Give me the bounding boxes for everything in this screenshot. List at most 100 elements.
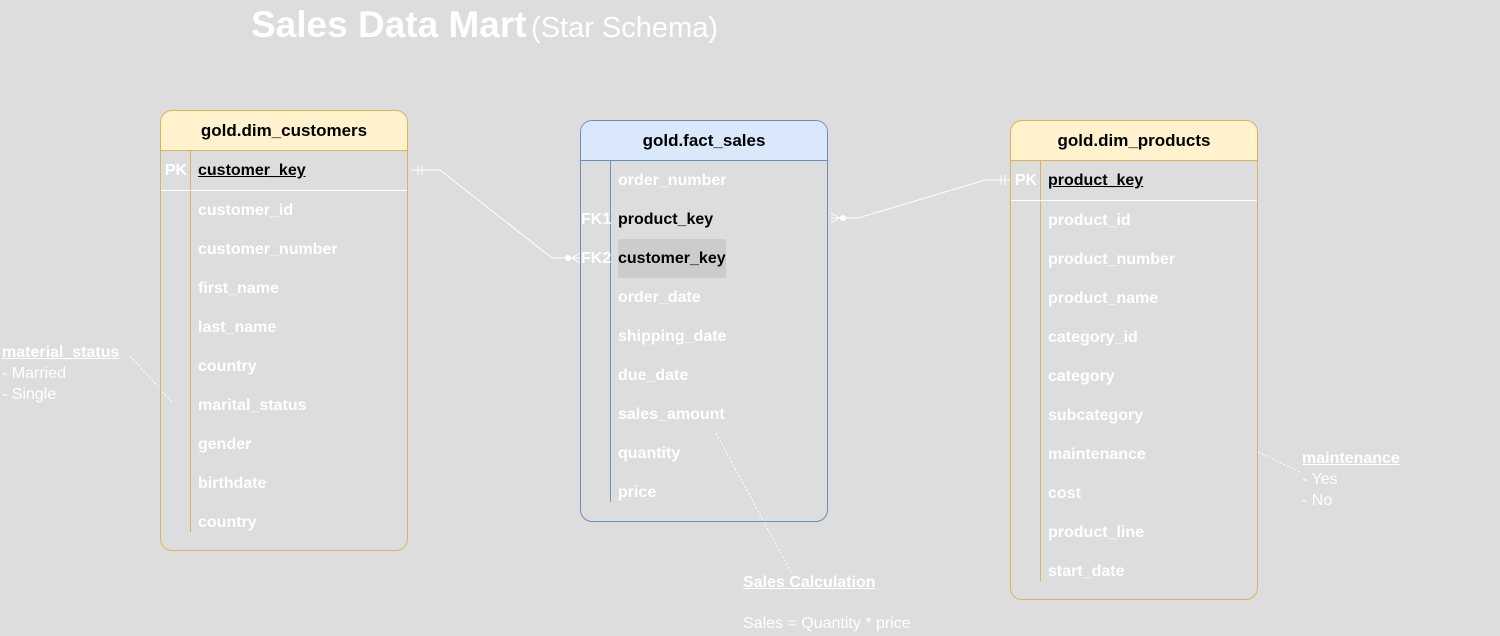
column-row[interactable]: country [161, 347, 407, 386]
column-row[interactable]: price [581, 473, 827, 512]
column-name: sales_amount [618, 406, 725, 423]
note-formula: Sales = Quantity * price [743, 615, 911, 632]
column-name: marital_status [198, 397, 307, 414]
crowfoot-fk2-b [571, 257, 581, 264]
column-name: order_date [618, 289, 701, 306]
column-name: customer_key [198, 162, 306, 179]
column-row[interactable]: sales_amount [581, 395, 827, 434]
diagram-title: Sales Data Mart (Star Schema) [251, 4, 718, 46]
column-name: category_id [1048, 329, 1138, 346]
table-fact-sales[interactable]: gold.fact_sales order_number FK1 product… [580, 120, 828, 522]
fk-label: FK1 [581, 211, 612, 228]
column-row[interactable]: quantity [581, 434, 827, 473]
table-header: gold.fact_sales [581, 121, 827, 161]
column-row[interactable]: marital_status [161, 386, 407, 425]
note-line: - No [1302, 492, 1333, 509]
many-marker-circle-fk1 [840, 215, 846, 221]
link-customers-fact [411, 169, 580, 259]
column-row[interactable]: order_date [581, 278, 827, 317]
note-link-maintenance [1257, 451, 1301, 473]
column-row[interactable]: birthdate [161, 464, 407, 503]
crowfoot-fk1-a [830, 212, 840, 219]
fk-row[interactable]: FK2 customer_key [581, 239, 827, 278]
note-line: - Married [2, 365, 67, 382]
column-row[interactable]: category [1011, 357, 1257, 396]
column-row[interactable]: product_name [1011, 279, 1257, 318]
column-divider [1040, 161, 1041, 581]
table-dim-customers[interactable]: gold.dim_customers PK customer_key custo… [160, 110, 408, 551]
column-name: product_key [1048, 172, 1144, 189]
crowfoot-fk2-a [571, 252, 581, 259]
column-row[interactable]: product_line [1011, 513, 1257, 552]
note-spacer [743, 593, 911, 613]
table-header: gold.dim_customers [161, 111, 407, 151]
title-subtitle: (Star Schema) [531, 12, 718, 44]
table-rows: PK customer_key customer_id customer_num… [161, 151, 407, 542]
link-fact-products [831, 179, 1010, 219]
column-name: maintenance [1048, 446, 1146, 463]
note-title: maintenance [1302, 450, 1400, 467]
column-row[interactable]: order_number [581, 161, 827, 200]
column-row[interactable]: customer_number [161, 230, 407, 269]
note-sales-calculation[interactable]: Sales Calculation Sales = Quantity * pri… [743, 572, 911, 634]
note-line: - Yes [1302, 471, 1338, 488]
column-divider [610, 161, 611, 502]
column-name: product_name [1048, 290, 1159, 307]
note-maintenance[interactable]: maintenance - Yes - No [1302, 448, 1400, 511]
column-name: product_line [1048, 524, 1145, 541]
column-row[interactable]: start_date [1011, 552, 1257, 591]
column-divider [190, 151, 191, 532]
column-name: customer_number [198, 241, 338, 258]
many-marker-circle-fk2 [565, 255, 571, 261]
title-main: Sales Data Mart [251, 4, 527, 45]
column-name: country [198, 514, 257, 531]
note-line: - Single [2, 386, 57, 403]
column-name: product_key [618, 211, 714, 228]
column-name: birthdate [198, 475, 267, 492]
column-name: cost [1048, 485, 1081, 502]
column-name: country [198, 358, 257, 375]
fk-row[interactable]: FK1 product_key [581, 200, 827, 239]
column-row[interactable]: last_name [161, 308, 407, 347]
pk-row[interactable]: PK product_key [1011, 161, 1257, 201]
column-name: category [1048, 368, 1115, 385]
column-name: first_name [198, 280, 279, 297]
column-row[interactable]: maintenance [1011, 435, 1257, 474]
fk-label: FK2 [581, 250, 612, 267]
column-name: shipping_date [618, 328, 727, 345]
column-name: customer_key [618, 239, 726, 278]
column-row[interactable]: first_name [161, 269, 407, 308]
table-dim-products[interactable]: gold.dim_products PK product_key product… [1010, 120, 1258, 600]
column-row[interactable]: customer_id [161, 191, 407, 230]
column-name: order_number [618, 172, 727, 189]
pk-row[interactable]: PK customer_key [161, 151, 407, 191]
column-row[interactable]: product_number [1011, 240, 1257, 279]
column-row[interactable]: cost [1011, 474, 1257, 513]
crowfoot-fk1-b [830, 217, 840, 224]
column-row[interactable]: subcategory [1011, 396, 1257, 435]
column-row[interactable]: shipping_date [581, 317, 827, 356]
column-row[interactable]: country [161, 503, 407, 542]
column-name: gender [198, 436, 252, 453]
column-name: product_id [1048, 212, 1131, 229]
column-name: price [618, 484, 657, 501]
note-title: material_status [2, 344, 120, 361]
column-name: last_name [198, 319, 277, 336]
pk-label: PK [164, 162, 188, 179]
note-link-sales [715, 432, 793, 575]
column-row[interactable]: due_date [581, 356, 827, 395]
table-rows: PK product_key product_id product_number… [1011, 161, 1257, 591]
column-name: due_date [618, 367, 689, 384]
note-title: Sales Calculation [743, 574, 876, 591]
column-row[interactable]: product_id [1011, 201, 1257, 240]
note-marital-status[interactable]: material_status - Married - Single [2, 342, 119, 405]
column-row[interactable]: category_id [1011, 318, 1257, 357]
pk-label: PK [1014, 172, 1038, 189]
column-name: subcategory [1048, 407, 1144, 424]
table-header: gold.dim_products [1011, 121, 1257, 161]
column-name: quantity [618, 445, 681, 462]
table-rows: order_number FK1 product_key FK2 custome… [581, 161, 827, 512]
column-row[interactable]: gender [161, 425, 407, 464]
column-name: customer_id [198, 202, 294, 219]
